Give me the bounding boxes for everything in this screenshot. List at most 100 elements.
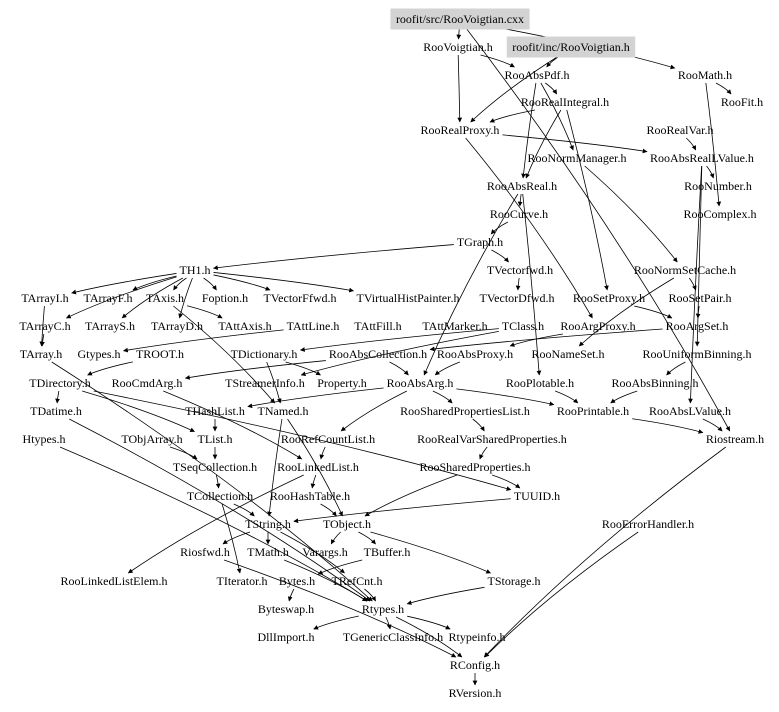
graph-node[interactable]: Rtypes.h bbox=[362, 602, 404, 616]
graph-node[interactable]: TNamed.h bbox=[258, 404, 309, 418]
graph-node[interactable]: RooMath.h bbox=[678, 68, 732, 82]
graph-node[interactable]: TROOT.h bbox=[136, 347, 184, 361]
node-label: TIterator.h bbox=[217, 574, 268, 588]
graph-node[interactable]: TAttFill.h bbox=[354, 319, 401, 333]
graph-node[interactable]: RooAbsBinning.h bbox=[611, 376, 698, 390]
graph-node[interactable]: RooUniformBinning.h bbox=[642, 347, 751, 361]
graph-node[interactable]: TDictionary.h bbox=[231, 347, 298, 361]
graph-node[interactable]: RooNumber.h bbox=[684, 179, 752, 193]
graph-node[interactable]: RooErrorHandler.h bbox=[602, 517, 694, 531]
graph-node[interactable]: TAttAxis.h bbox=[218, 319, 271, 333]
graph-node[interactable]: RooArgProxy.h bbox=[560, 319, 635, 333]
graph-node[interactable]: RConfig.h bbox=[450, 658, 500, 672]
graph-node[interactable]: Rtypeinfo.h bbox=[449, 630, 506, 644]
graph-node[interactable]: TArrayD.h bbox=[151, 319, 203, 333]
graph-node[interactable]: RooRealProxy.h bbox=[421, 123, 500, 137]
graph-node[interactable]: RooNameSet.h bbox=[532, 347, 605, 361]
graph-node[interactable]: TVectorfwd.h bbox=[487, 263, 553, 277]
node-label: TDirectory.h bbox=[29, 376, 91, 390]
graph-node[interactable]: RooRefCountList.h bbox=[281, 432, 375, 446]
graph-node[interactable]: Foption.h bbox=[202, 291, 248, 305]
graph-node[interactable]: TSeqCollection.h bbox=[173, 460, 257, 474]
graph-node[interactable]: TStreamerInfo.h bbox=[225, 376, 305, 390]
graph-node[interactable]: RooFit.h bbox=[721, 95, 763, 109]
graph-node[interactable]: TClass.h bbox=[502, 319, 544, 333]
graph-node[interactable]: Byteswap.h bbox=[258, 602, 314, 616]
graph-node[interactable]: RooSetPair.h bbox=[668, 291, 731, 305]
graph-node[interactable]: Riostream.h bbox=[706, 432, 764, 446]
graph-node[interactable]: RooAbsPdf.h bbox=[504, 68, 569, 82]
graph-node[interactable]: Varargs.h bbox=[302, 545, 347, 559]
graph-node[interactable]: RooLinkedList.h bbox=[277, 460, 359, 474]
node-label: TAttFill.h bbox=[354, 319, 401, 333]
graph-node[interactable]: TList.h bbox=[198, 432, 233, 446]
graph-node[interactable]: Htypes.h bbox=[23, 432, 66, 446]
dependency-edge bbox=[283, 559, 368, 602]
graph-node[interactable]: THashList.h bbox=[185, 404, 245, 418]
graph-node[interactable]: TArrayI.h bbox=[21, 291, 68, 305]
graph-node[interactable]: RooHashTable.h bbox=[270, 489, 350, 503]
dependency-edge bbox=[178, 277, 193, 319]
graph-node[interactable]: RooSharedPropertiesList.h bbox=[400, 404, 530, 418]
graph-node[interactable]: RooVoigtian.h bbox=[423, 40, 492, 54]
graph-node[interactable]: TDatime.h bbox=[30, 404, 82, 418]
graph-node[interactable]: DllImport.h bbox=[258, 630, 315, 644]
graph-node[interactable]: TVectorFfwd.h bbox=[264, 291, 337, 305]
graph-node[interactable]: TStorage.h bbox=[488, 574, 541, 588]
graph-node[interactable]: RooAbsProxy.h bbox=[437, 347, 513, 361]
graph-node[interactable]: RooRealVar.h bbox=[647, 123, 714, 137]
graph-node[interactable]: roofit/src/RooVoigtian.cxx bbox=[390, 8, 530, 30]
graph-node[interactable]: TCollection.h bbox=[187, 489, 253, 503]
graph-node[interactable]: TArrayC.h bbox=[19, 319, 70, 333]
graph-node[interactable]: TUUID.h bbox=[514, 489, 560, 503]
graph-node[interactable]: Property.h bbox=[317, 376, 367, 390]
dependency-edge bbox=[51, 361, 373, 602]
graph-node[interactable]: TRefCnt.h bbox=[332, 574, 383, 588]
graph-node[interactable]: RVersion.h bbox=[449, 686, 502, 700]
graph-node[interactable]: RooNormManager.h bbox=[528, 151, 627, 165]
graph-node[interactable]: RooSetProxy.h bbox=[573, 291, 645, 305]
graph-node[interactable]: RooAbsRealLValue.h bbox=[650, 151, 754, 165]
graph-node[interactable]: RooLinkedListElem.h bbox=[61, 574, 168, 588]
graph-node[interactable]: TArrayS.h bbox=[85, 319, 135, 333]
graph-node[interactable]: TString.h bbox=[245, 517, 291, 531]
graph-node[interactable]: RooCurve.h bbox=[490, 207, 548, 221]
graph-node[interactable]: RooCmdArg.h bbox=[112, 376, 183, 390]
graph-node[interactable]: TArrayF.h bbox=[83, 291, 132, 305]
graph-node[interactable]: RooAbsLValue.h bbox=[649, 404, 731, 418]
graph-node[interactable]: RooSharedProperties.h bbox=[420, 460, 531, 474]
graph-node[interactable]: TBuffer.h bbox=[364, 545, 411, 559]
graph-node[interactable]: RooRealIntegral.h bbox=[521, 95, 609, 109]
graph-node[interactable]: RooArgSet.h bbox=[666, 319, 729, 333]
graph-node[interactable]: TIterator.h bbox=[217, 574, 268, 588]
graph-node[interactable]: RooPlotable.h bbox=[506, 376, 574, 390]
graph-node[interactable]: TGraph.h bbox=[457, 235, 503, 249]
graph-node[interactable]: RooPrintable.h bbox=[557, 404, 629, 418]
graph-node[interactable]: roofit/inc/RooVoigtian.h bbox=[506, 36, 636, 58]
graph-node[interactable]: RooComplex.h bbox=[683, 207, 756, 221]
graph-node[interactable]: RooNormSetCache.h bbox=[634, 263, 736, 277]
graph-node[interactable]: TMath.h bbox=[247, 545, 289, 559]
graph-node[interactable]: TAttLine.h bbox=[287, 319, 340, 333]
graph-node[interactable]: TArray.h bbox=[20, 347, 63, 361]
node-label: TGenericClassInfo.h bbox=[343, 630, 443, 644]
graph-node[interactable]: Bytes.h bbox=[279, 574, 315, 588]
graph-node[interactable]: RooRealVarSharedProperties.h bbox=[417, 432, 567, 446]
graph-node[interactable]: TObjArray.h bbox=[121, 432, 182, 446]
graph-node[interactable]: TVirtualHistPainter.h bbox=[357, 291, 460, 305]
graph-node[interactable]: RooAbsArg.h bbox=[387, 376, 454, 390]
graph-node[interactable]: Riosfwd.h bbox=[180, 545, 230, 559]
graph-node[interactable]: TAxis.h bbox=[146, 291, 184, 305]
node-label: RooFit.h bbox=[721, 95, 763, 109]
graph-node[interactable]: TObject.h bbox=[323, 517, 371, 531]
graph-node[interactable]: RooAbsReal.h bbox=[487, 179, 557, 193]
graph-node[interactable]: TDirectory.h bbox=[29, 376, 91, 390]
graph-node[interactable]: RooAbsCollection.h bbox=[329, 347, 427, 361]
node-label: Byteswap.h bbox=[258, 602, 314, 616]
graph-node[interactable]: TGenericClassInfo.h bbox=[343, 630, 443, 644]
graph-node[interactable]: TH1.h bbox=[180, 263, 211, 277]
graph-node[interactable]: TVectorDfwd.h bbox=[480, 291, 555, 305]
dependency-edge bbox=[702, 418, 723, 432]
graph-node[interactable]: TAttMarker.h bbox=[422, 319, 487, 333]
graph-node[interactable]: Gtypes.h bbox=[78, 347, 121, 361]
